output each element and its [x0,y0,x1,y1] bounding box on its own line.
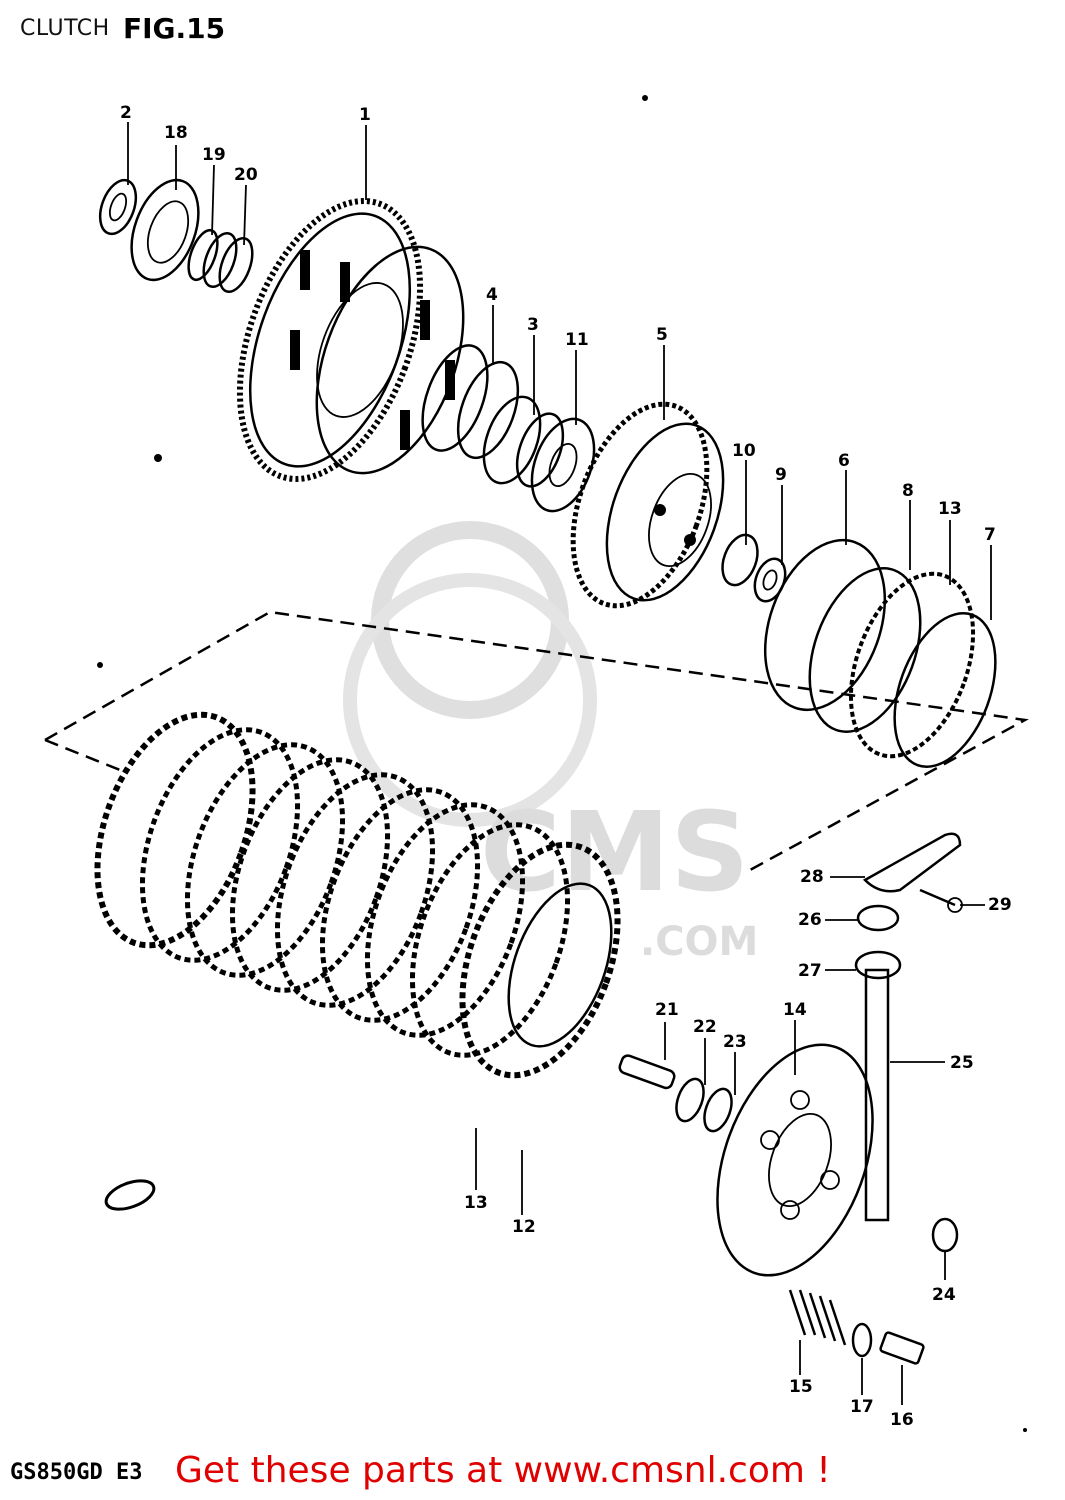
part-24-nut [931,1217,959,1253]
leader-lines [127,122,992,1405]
callout-8: 8 [902,481,914,501]
callout-13-lower: 13 [464,1193,488,1213]
callout-13-upper: 13 [938,499,962,519]
callout-29: 29 [988,895,1012,915]
promo-link[interactable]: Get these parts at www.cmsnl.com ! [175,1450,831,1491]
callout-15: 15 [789,1377,813,1397]
part-4-needle-bearing [421,344,520,460]
part-3-sleeve-hub [482,395,565,488]
callout-7: 7 [984,525,996,545]
model-code: GS850GD E3 [10,1460,143,1485]
part-25-release-shaft [864,968,890,1222]
part-6-seat [763,538,887,712]
part-29-bolt [919,888,963,913]
part-15-spring [788,1289,847,1346]
callout-3: 3 [527,315,539,335]
callout-28: 28 [800,867,824,887]
part-13-plate-upper [848,571,976,759]
callout-5: 5 [656,325,668,345]
assembly-outline [44,610,1029,872]
part-7-wire-ring [893,612,997,768]
callout-26: 26 [798,910,822,930]
callout-25: 25 [950,1053,974,1073]
callout-18: 18 [164,123,188,143]
callout-labels: 2 18 19 20 1 4 3 11 5 10 9 6 8 13 7 13 1… [120,103,1012,1430]
part-20-bearing [202,232,254,293]
part-8-ring [808,567,922,733]
part-5-clutch-sleeve-hub [570,401,725,609]
watermark-brand: CMS [480,788,749,916]
assembly-outline-left [44,738,121,772]
callout-22: 22 [693,1017,717,1037]
part-2-washer [98,178,138,236]
callout-24: 24 [932,1285,956,1305]
callout-4: 4 [486,285,498,305]
cms-watermark: CMS .COM [343,521,758,965]
part-16-bolt [879,1331,925,1365]
clutch-plate-stack [94,711,621,1079]
callout-20: 20 [234,165,258,185]
callout-1: 1 [359,105,371,125]
part-28-release-arm [862,832,962,893]
part-22-bearing [675,1077,705,1123]
callout-10: 10 [732,441,756,461]
callout-12: 12 [512,1217,536,1237]
part-27-seal [854,950,902,980]
callout-2: 2 [120,103,132,123]
callout-14: 14 [783,1000,807,1020]
part-14-pressure-plate [716,1043,874,1277]
figure-label: FIG.15 [123,12,226,45]
part-17-washer [851,1322,873,1358]
watermark-domain: .COM [640,919,758,965]
callout-23: 23 [723,1032,747,1052]
part-26-bearing [856,904,900,932]
part-10-lock-washer [721,533,759,587]
callout-17: 17 [850,1397,874,1417]
callout-27: 27 [798,961,822,981]
page-title: CLUTCH [20,16,110,41]
callout-11: 11 [565,330,589,350]
callout-9: 9 [775,465,787,485]
part-18-plate [130,178,200,282]
callout-21: 21 [655,1000,679,1020]
part-21-push-piece [618,1054,676,1090]
part-23-washer [703,1087,733,1133]
callout-16: 16 [890,1410,914,1430]
callout-19: 19 [202,145,226,165]
callout-6: 6 [838,451,850,471]
part-1-clutch-housing [236,198,465,482]
eng-badge [104,1179,156,1211]
